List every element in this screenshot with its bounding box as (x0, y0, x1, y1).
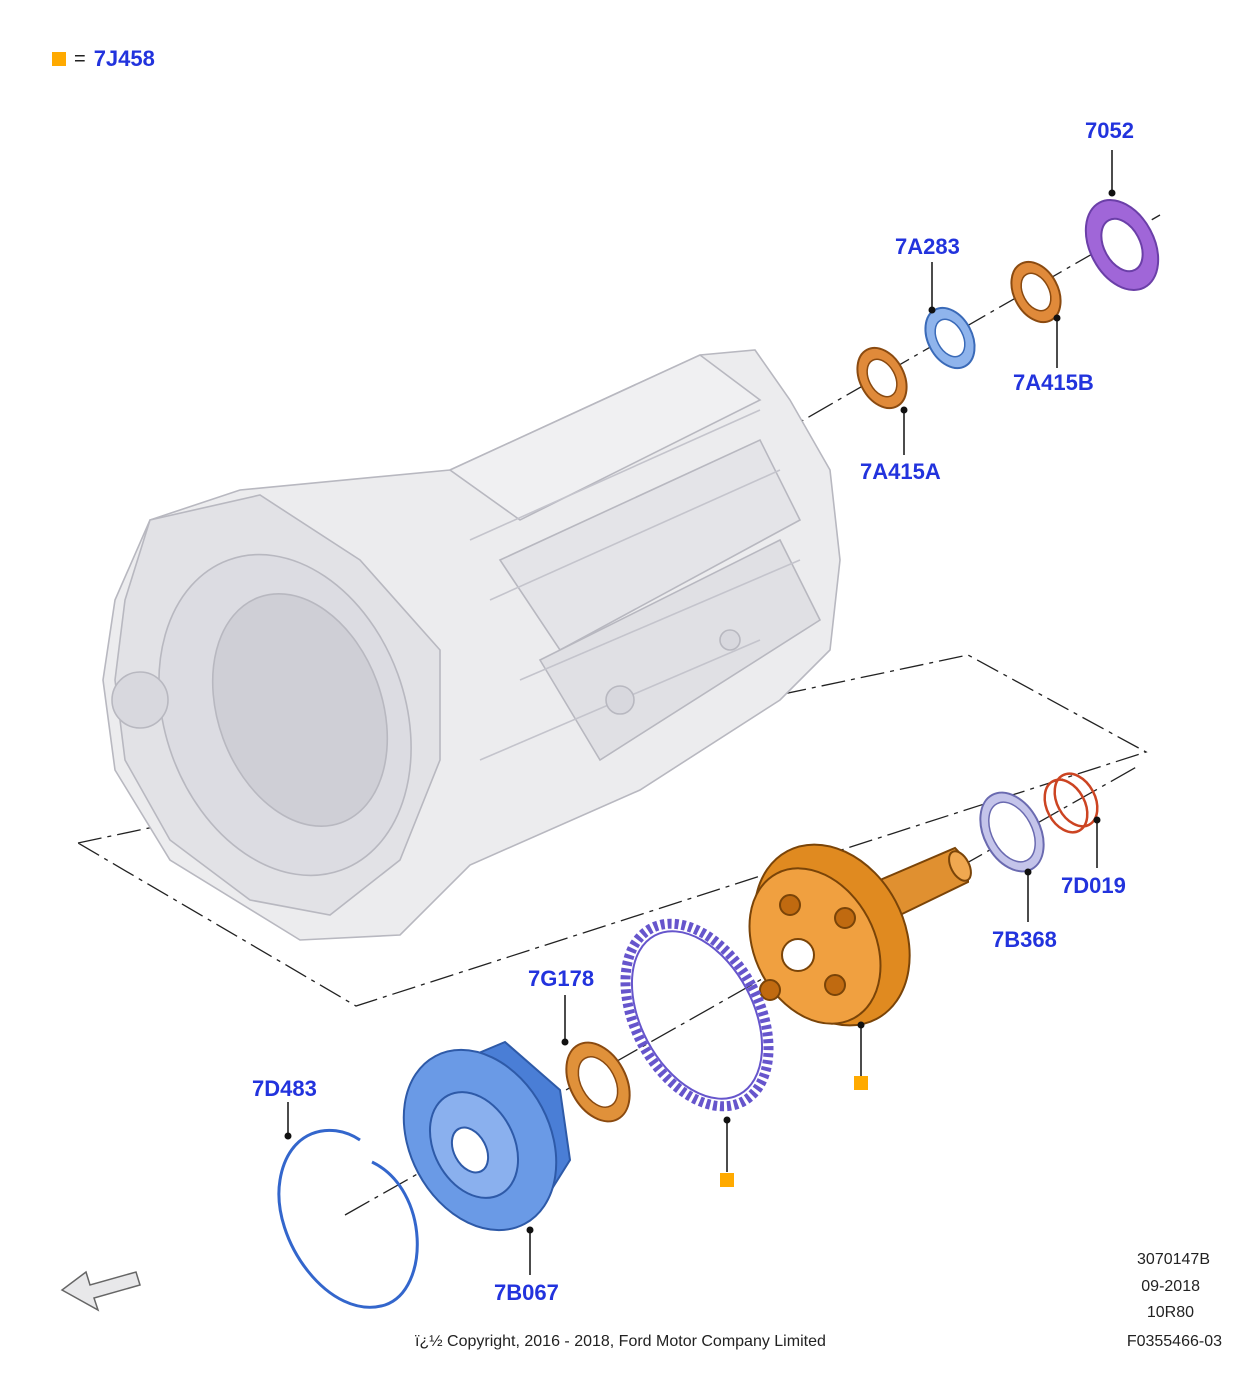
part-7052-seal (1084, 199, 1160, 291)
figure-id: F0355466-03 (1126, 1333, 1222, 1350)
legend-part-code: 7J458 (93, 46, 155, 71)
callout-7A283: 7A283 (895, 234, 960, 259)
part-7D483-snap-ring (277, 1128, 419, 1309)
part-7A415A-bearing (856, 346, 908, 410)
callout-7G178: 7G178 (528, 966, 595, 991)
legend: = 7J458 (52, 46, 155, 72)
part-7B067-drum (402, 1040, 572, 1232)
legend-equals: = (74, 47, 86, 70)
model-code: 10R80 (1146, 1304, 1194, 1321)
callout-7A415B: 7A415B (1013, 370, 1094, 395)
marker-carrier (854, 1076, 868, 1090)
part-7G178-washer (565, 1041, 631, 1123)
copyright-notice: ï¿½ Copyright, 2016 - 2018, Ford Motor C… (415, 1333, 826, 1350)
part-tone-ring (620, 918, 774, 1112)
view-direction-arrow-icon (60, 1270, 141, 1312)
part-7A283-bushing (924, 306, 976, 370)
part-7D019-seal-rings (1043, 772, 1099, 834)
doc-number: 3070147B (1137, 1251, 1210, 1268)
part-7A415B-bearing (1010, 260, 1062, 324)
marker-tone-ring (720, 1173, 734, 1187)
callout-7A415A: 7A415A (860, 459, 941, 484)
transmission-housing (102, 349, 841, 941)
callout-7052: 7052 (1085, 118, 1134, 143)
part-7B368-washer (979, 791, 1045, 873)
leader-lines (287, 150, 1113, 1275)
callout-7D483: 7D483 (252, 1076, 317, 1101)
callout-7B368: 7B368 (992, 927, 1057, 952)
doc-date: 09-2018 (1141, 1278, 1200, 1295)
callout-7D019: 7D019 (1061, 873, 1126, 898)
part-planetary-carrier (748, 843, 972, 1027)
leader-dots (284, 189, 1116, 1234)
callout-7B067: 7B067 (494, 1280, 559, 1305)
legend-marker-icon (52, 52, 66, 66)
